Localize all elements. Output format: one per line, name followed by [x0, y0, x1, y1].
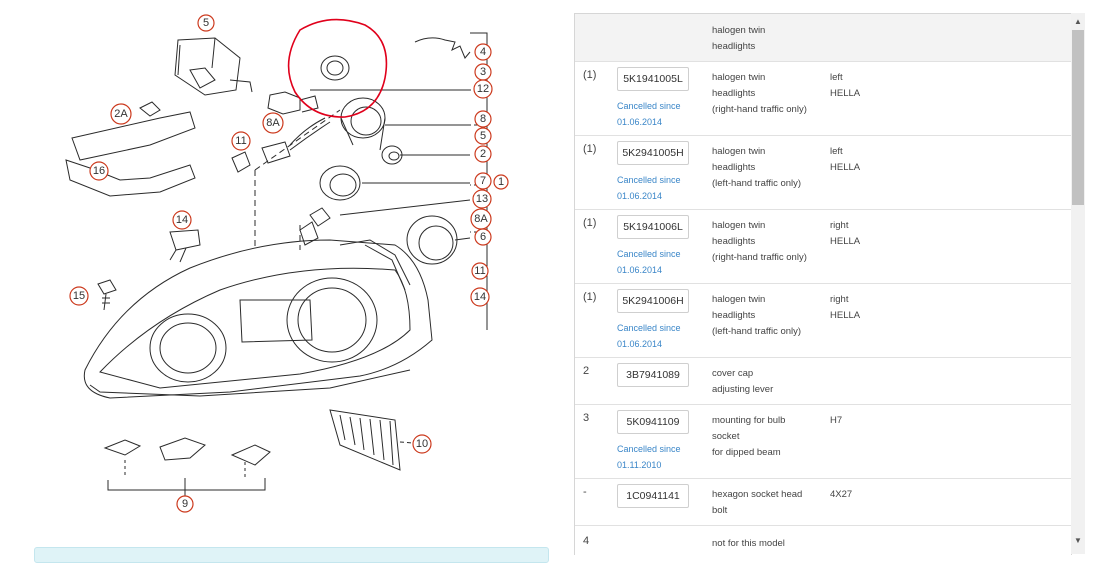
callout-11-right[interactable]: 11 [474, 265, 485, 277]
scroll-down-icon[interactable]: ▼ [1074, 535, 1082, 545]
callout-15[interactable]: 15 [73, 290, 85, 302]
callout-8a-left[interactable]: 8A [266, 117, 280, 129]
callout-11[interactable]: 11 [235, 135, 246, 147]
callout-16[interactable]: 16 [93, 165, 105, 177]
callout-9[interactable]: 9 [182, 498, 188, 510]
callout-3[interactable]: 3 [480, 66, 486, 78]
row-position: 2 [583, 365, 590, 377]
scroll-thumb[interactable] [1072, 30, 1084, 205]
part-description: not for this model [712, 538, 785, 549]
scroll-up-icon[interactable]: ▲ [1074, 16, 1082, 26]
callout-2[interactable]: 2 [480, 148, 486, 160]
part-info: H7 [830, 415, 843, 426]
parts-header-row: halogen twin headlights [575, 14, 1071, 62]
callout-1[interactable]: 1 [498, 176, 504, 188]
parts-list-scrollbar[interactable]: ▲ ▼ [1071, 13, 1085, 554]
highlight-mark [287, 18, 388, 118]
callout-14[interactable]: 14 [176, 214, 188, 226]
callout-14-right[interactable]: 14 [474, 291, 486, 303]
parts-list: halogen twin headlights (1) 5K1941005L C… [574, 13, 1072, 555]
callout-5[interactable]: 5 [480, 130, 486, 142]
part-number-button[interactable]: 5K2941005H [617, 141, 689, 165]
row-position: (1) [583, 69, 597, 81]
part-info: 4X27 [830, 489, 853, 500]
row-position: (1) [583, 217, 597, 229]
info-banner [34, 547, 549, 563]
callout-10[interactable]: 10 [416, 438, 428, 450]
part-number-button[interactable]: 5K2941006H [617, 289, 689, 313]
callout-8[interactable]: 8 [480, 113, 486, 125]
part-number-button[interactable]: 5K1941005L [617, 67, 689, 91]
callout-7[interactable]: 7 [480, 175, 486, 187]
part-number-button[interactable]: 5K0941109 [617, 410, 689, 434]
part-number-button[interactable]: 1C0941141 [617, 484, 689, 508]
row-position: (1) [583, 291, 597, 303]
header-description: halogen twin headlights [712, 25, 766, 52]
row-position: (1) [583, 143, 597, 155]
row-position: 3 [583, 412, 590, 424]
callout-8a[interactable]: 8A [474, 213, 488, 225]
callout-2a[interactable]: 2A [114, 108, 128, 120]
part-number-button[interactable]: 3B7941089 [617, 363, 689, 387]
headlight-exploded-view: 5 4 3 12 8 5 2 7 1 13 8A 6 11 14 2A 16 1… [65, 14, 509, 513]
callout-4[interactable]: 4 [480, 46, 486, 58]
part-number-button[interactable]: 5K1941006L [617, 215, 689, 239]
table-row[interactable]: 4 not for this model [575, 525, 1071, 555]
callout-12[interactable]: 12 [477, 83, 489, 95]
callout-6[interactable]: 6 [480, 231, 486, 243]
row-position: - [583, 486, 587, 498]
callout-5-top[interactable]: 5 [203, 17, 209, 29]
parts-diagram: 5 4 3 12 8 5 2 7 1 13 8A 6 11 14 2A 16 1… [34, 14, 549, 563]
callout-13[interactable]: 13 [476, 193, 488, 205]
row-position: 4 [583, 535, 590, 547]
